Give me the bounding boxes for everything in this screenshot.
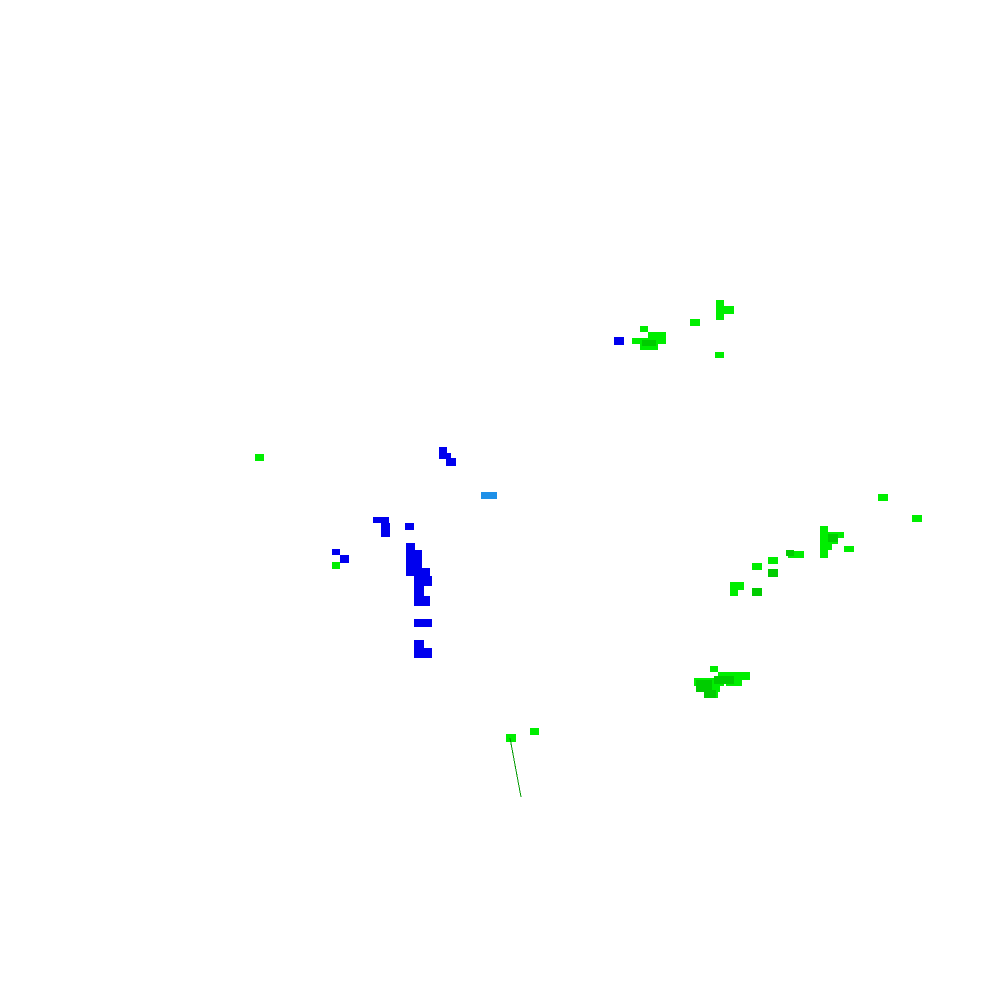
echo-cell [640,326,648,332]
echo-cell [406,543,415,551]
echo-cell [414,619,432,627]
echo-cell [642,340,656,346]
echo-cell [406,550,422,560]
echo-cell [405,523,414,530]
echo-cell [648,332,666,338]
echo-cell [878,494,888,501]
echo-cell [406,568,430,576]
echo-cell [255,454,264,461]
echo-cell [752,563,762,570]
echo-cell [614,337,624,345]
echo-cell [786,550,794,556]
green-echo-cluster-east [730,494,922,596]
green-echo-cluster-east-core [752,534,838,596]
echo-cell [332,549,340,555]
green-echo-scatter [255,454,539,742]
echo-cell [715,352,724,358]
echo-cell [844,546,854,552]
echo-cell [406,560,422,568]
echo-cell [752,588,762,596]
echo-cell [530,728,539,735]
echo-cell [381,523,390,537]
echo-cell [768,557,778,564]
echo-cell [414,596,430,606]
echo-cell [820,544,832,550]
green-echo-cluster-north-core [642,340,656,346]
green-echo-cluster-southeast-core [696,676,734,698]
echo-cell [481,492,497,499]
echo-cell [414,640,424,648]
echo-cell [414,586,424,596]
light-blue-echo [481,492,497,499]
echo-cell [414,576,432,586]
echo-cell [820,550,828,558]
echo-cell [716,314,724,320]
echo-cell [439,447,447,455]
echo-cell [768,569,778,577]
echo-cell [439,453,451,459]
echo-cell [704,690,716,698]
echo-cell [730,590,738,596]
echo-cell [373,517,389,523]
echo-cell [788,551,804,558]
echo-cell [506,734,516,742]
echo-cell [820,526,828,532]
echo-cell [446,458,456,466]
echo-cell [716,300,724,306]
echo-cell [340,555,349,563]
blue-echo-cluster [332,337,624,658]
echo-cell [640,344,658,350]
echo-cell [690,319,700,326]
green-echo-cluster-north [632,300,734,358]
echo-cell [730,582,744,590]
echo-cell [714,676,734,684]
echo-cell [828,534,838,542]
echo-cell [912,515,922,522]
echo-cell [414,648,432,658]
green-trace-line [509,737,522,798]
echo-cell [716,306,734,314]
echo-cell [332,562,340,569]
echo-cell [696,680,712,692]
echo-cell [710,666,718,672]
